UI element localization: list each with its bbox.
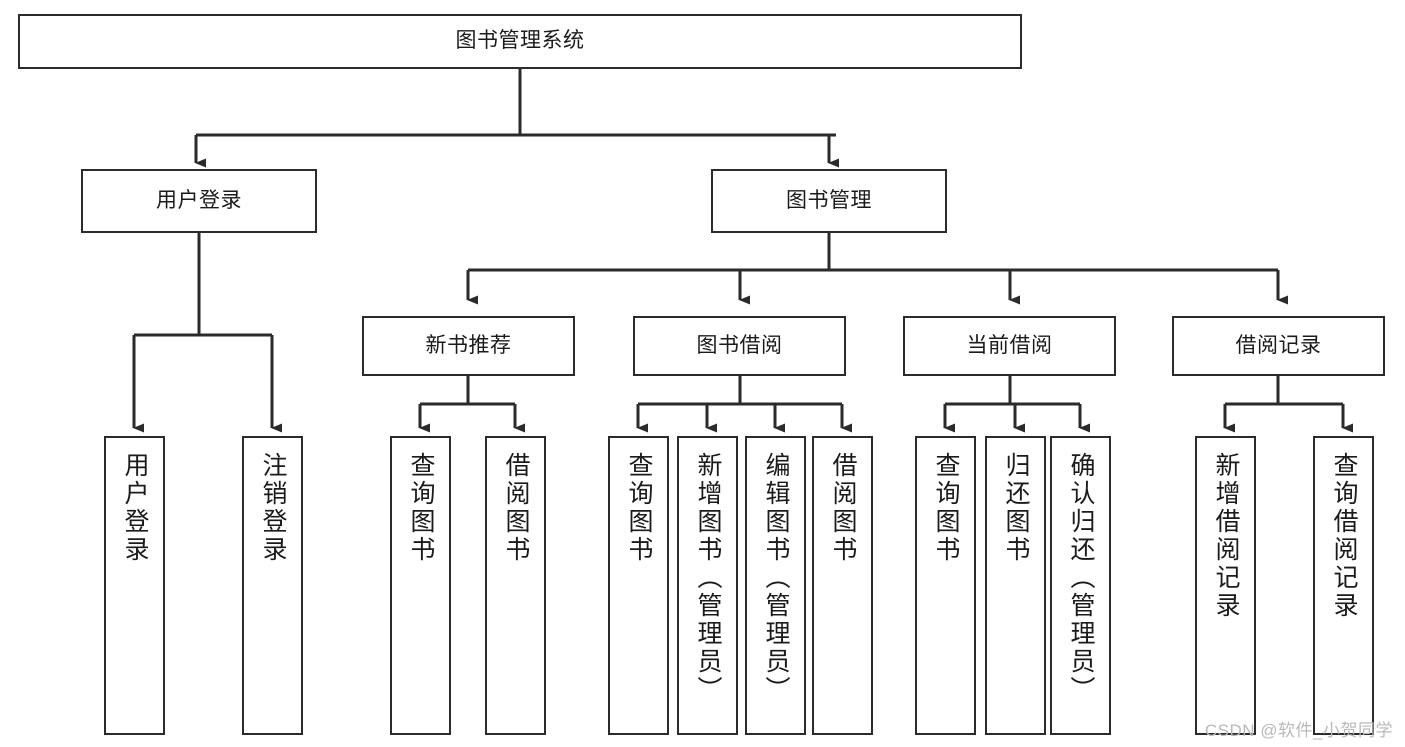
node-label: 图书借阅 <box>696 333 783 357</box>
leaf-logout[interactable]: 注销登录 <box>242 436 303 735</box>
leaf-confirm-return-admin[interactable]: 确认归还（管理员） <box>1050 436 1111 735</box>
node-label: 借阅图书 <box>829 452 857 564</box>
leaf-borrow-book[interactable]: 借阅图书 <box>812 436 873 735</box>
leaf-add-borrow-record[interactable]: 新增借阅记录 <box>1195 436 1256 735</box>
node-new-book-recommend[interactable]: 新书推荐 <box>362 316 575 376</box>
node-label: 新增图书（管理员） <box>694 452 722 704</box>
node-label: 确认归还（管理员） <box>1067 452 1095 704</box>
node-label: 用户登录 <box>121 452 149 564</box>
node-root-system[interactable]: 图书管理系统 <box>18 14 1022 69</box>
leaf-query-book-borrow[interactable]: 查询图书 <box>608 436 669 735</box>
node-label: 归还图书 <box>1002 452 1030 564</box>
node-label: 查询借阅记录 <box>1330 452 1358 620</box>
leaf-query-book-newbook[interactable]: 查询图书 <box>390 436 451 735</box>
node-label: 用户登录 <box>156 188 242 212</box>
leaf-query-borrow-record[interactable]: 查询借阅记录 <box>1313 436 1374 735</box>
node-label: 查询图书 <box>932 452 960 564</box>
node-user-login[interactable]: 用户登录 <box>81 169 317 233</box>
leaf-return-book[interactable]: 归还图书 <box>985 436 1046 735</box>
node-label: 查询图书 <box>407 452 435 564</box>
leaf-borrow-book-newbook[interactable]: 借阅图书 <box>485 436 546 735</box>
node-label: 借阅图书 <box>502 452 530 564</box>
leaf-add-book-admin[interactable]: 新增图书（管理员） <box>677 436 738 735</box>
node-book-borrow[interactable]: 图书借阅 <box>633 316 846 376</box>
leaf-user-login[interactable]: 用户登录 <box>104 436 165 735</box>
node-label: 借阅记录 <box>1235 333 1322 357</box>
node-label: 新增借阅记录 <box>1212 452 1240 620</box>
leaf-edit-book-admin[interactable]: 编辑图书（管理员） <box>745 436 806 735</box>
node-label: 图书管理 <box>786 188 872 212</box>
node-current-borrow[interactable]: 当前借阅 <box>903 316 1116 376</box>
node-label: 注销登录 <box>259 452 287 564</box>
node-label: 新书推荐 <box>425 333 512 357</box>
node-label: 图书管理系统 <box>455 29 585 53</box>
node-label: 当前借阅 <box>966 333 1053 357</box>
node-book-management[interactable]: 图书管理 <box>711 169 947 233</box>
node-borrow-record[interactable]: 借阅记录 <box>1172 316 1385 376</box>
node-label: 编辑图书（管理员） <box>762 452 790 704</box>
leaf-query-book-current[interactable]: 查询图书 <box>915 436 976 735</box>
node-label: 查询图书 <box>625 452 653 564</box>
csdn-watermark: CSDN @软件_小贺同学 <box>1204 721 1393 740</box>
